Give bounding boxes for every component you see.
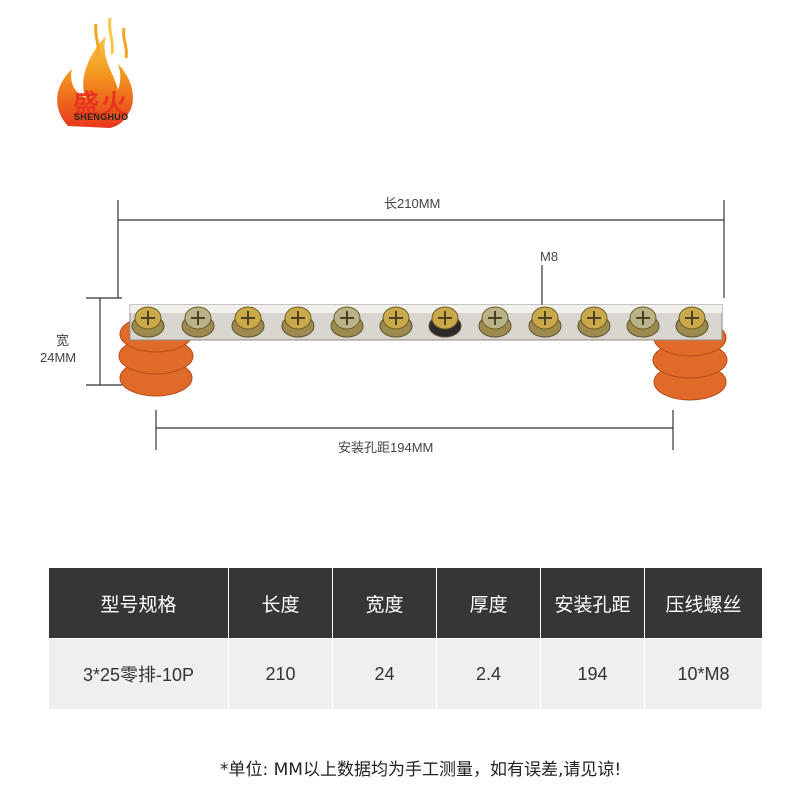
header-thickness: 厚度 [436, 567, 541, 639]
spec-table: 型号规格 长度 宽度 厚度 安装孔距 压线螺丝 3*25零排-10P 210 2… [48, 567, 763, 710]
header-screw: 压线螺丝 [644, 567, 763, 639]
header-model: 型号规格 [48, 567, 229, 639]
header-width: 宽度 [332, 567, 437, 639]
cell-screw: 10*M8 [644, 638, 763, 710]
cell-thickness: 2.4 [436, 638, 541, 710]
screw-label: M8 [540, 249, 559, 264]
screw-icon [330, 306, 364, 338]
screw-icon [281, 306, 315, 338]
header-hole-spacing: 安装孔距 [540, 567, 645, 639]
screw-icon [231, 306, 265, 338]
screw-icon [528, 306, 562, 338]
screw-icon [675, 306, 709, 338]
cell-width: 24 [332, 638, 437, 710]
screw-row [131, 306, 709, 338]
hole-spacing-label: 安装孔距194MM [338, 440, 434, 455]
screw-icon [131, 306, 165, 338]
width-value: 24MM [40, 350, 77, 365]
brand-subtitle: SHENGHUO [74, 112, 129, 122]
screw-icon [181, 306, 215, 338]
product-diagram [86, 200, 728, 450]
screw-icon [478, 306, 512, 338]
cell-model: 3*25零排-10P [48, 638, 229, 710]
width-label: 宽 [56, 333, 70, 348]
cell-hole-spacing: 194 [540, 638, 645, 710]
table-row: 3*25零排-10P 210 24 2.4 194 10*M8 [48, 638, 763, 710]
measurement-note: *单位: MM以上数据均为手工测量，如有误差,请见谅! [220, 760, 622, 780]
screw-icon [577, 306, 611, 338]
screw-icon [626, 306, 660, 338]
length-label: 长210MM [384, 196, 441, 211]
table-header-row: 型号规格 长度 宽度 厚度 安装孔距 压线螺丝 [48, 567, 763, 639]
screw-icon [379, 306, 413, 338]
flame-logo-icon [57, 17, 133, 128]
brand-name: 盛火 [73, 90, 130, 120]
cell-length: 210 [228, 638, 333, 710]
screw-icon [428, 306, 462, 338]
header-length: 长度 [228, 567, 333, 639]
